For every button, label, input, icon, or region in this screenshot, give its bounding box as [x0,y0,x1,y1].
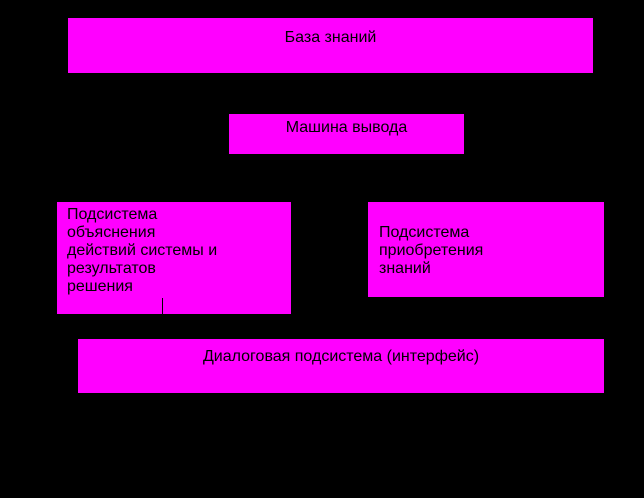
inference-engine-label: Машина вывода [285,119,408,136]
explanation-subsystem-label: Подсистема объяснения действий системы и… [67,206,218,295]
acquisition-subsystem-label: Подсистема приобретения знаний [379,224,484,277]
knowledge-base-label: База знаний [284,29,377,46]
explanation-subsystem-box: Подсистема объяснения действий системы и… [57,202,291,314]
dialog-subsystem-box: Диалоговая подсистема (интерфейс) [78,339,604,393]
acquisition-subsystem-box: Подсистема приобретения знаний [368,202,604,297]
connector-line [162,298,163,314]
knowledge-base-box: База знаний [68,18,593,73]
inference-engine-box: Машина вывода [229,114,464,154]
dialog-subsystem-label: Диалоговая подсистема (интерфейс) [202,348,480,365]
